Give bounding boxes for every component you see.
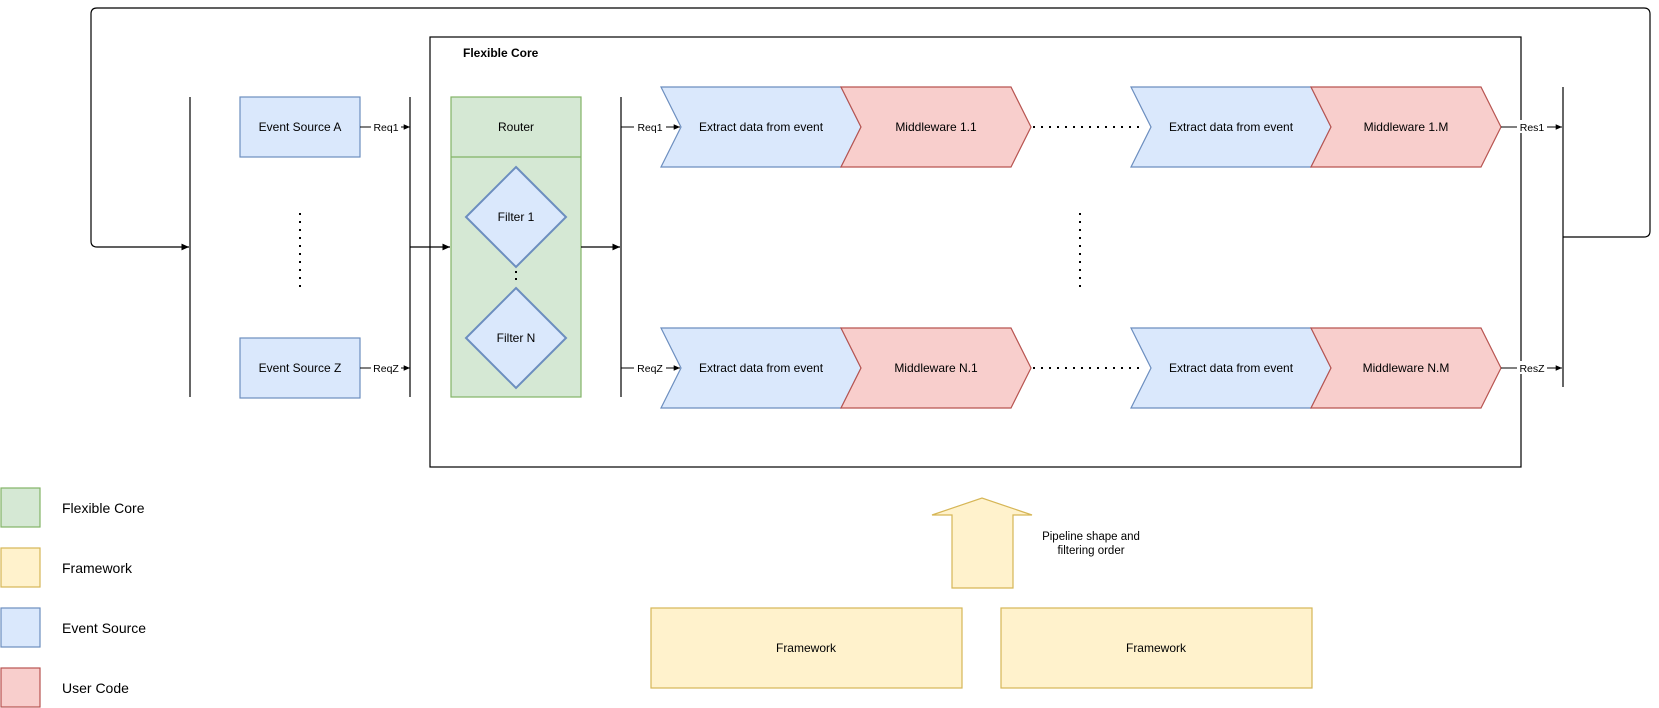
- legend: Flexible Core Framework Event Source Use…: [0, 487, 146, 708]
- pipeline-1-middleware-m: [1310, 86, 1502, 168]
- feedback-loop-arrow: [90, 7, 1651, 251]
- legend-label-flexible-core: Flexible Core: [62, 500, 145, 516]
- reqz-label: ReqZ: [373, 363, 399, 375]
- framework-up-arrow: [931, 497, 1033, 589]
- framework-note-line-1: Pipeline shape and: [1042, 531, 1140, 543]
- pipeline-n-stage-4-label: Middleware N.M: [1363, 361, 1450, 375]
- legend-swatch-framework: [0, 547, 41, 588]
- pipeline-n-middleware-m: [1310, 327, 1502, 409]
- pipeline-n-req-label: ReqZ: [637, 363, 663, 375]
- filter-1-label: Filter 1: [498, 210, 535, 224]
- legend-label-user-code: User Code: [62, 680, 129, 696]
- pipeline-1-stage-4-label: Middleware 1.M: [1364, 120, 1449, 134]
- router-label: Router: [498, 120, 534, 134]
- flexible-core-container: [429, 36, 1522, 468]
- framework-box-1: Framework: [650, 607, 963, 689]
- pipeline-n-middleware-1: [840, 327, 1032, 409]
- framework-box-2: Framework: [1000, 607, 1313, 689]
- pipeline-1-stage-3-label: Extract data from event: [1169, 120, 1294, 134]
- pipeline-n: Extract data from event Middleware N.1 E…: [660, 327, 1502, 409]
- framework-box-1-label: Framework: [776, 641, 837, 655]
- resz-label: ResZ: [1519, 363, 1545, 375]
- pipeline-n-stage-3-label: Extract data from event: [1169, 361, 1294, 375]
- pipeline-1-stage-1-label: Extract data from event: [699, 120, 824, 134]
- legend-swatch-event-source: [0, 607, 41, 648]
- filter-1: Filter 1: [464, 165, 568, 269]
- filter-n: Filter N: [464, 286, 568, 390]
- legend-label-framework: Framework: [62, 560, 133, 576]
- event-source-a-label: Event Source A: [259, 120, 342, 134]
- pipeline-1: Extract data from event Middleware 1.1 E…: [660, 86, 1502, 168]
- pipeline-1-middleware-1: [840, 86, 1032, 168]
- pipeline-1-stage-2-label: Middleware 1.1: [895, 120, 977, 134]
- framework-note-line-2: filtering order: [1057, 545, 1124, 557]
- req1-label: Req1: [373, 122, 398, 134]
- res1-label: Res1: [1520, 122, 1545, 134]
- event-source-z: Event Source Z: [239, 337, 361, 399]
- pipeline-n-stage-1-label: Extract data from event: [699, 361, 824, 375]
- flexible-core-title: Flexible Core: [463, 46, 539, 60]
- pipeline-1-req-label: Req1: [637, 122, 662, 134]
- framework-box-2-label: Framework: [1126, 641, 1187, 655]
- legend-swatch-user-code: [0, 667, 41, 708]
- event-source-z-label: Event Source Z: [259, 361, 342, 375]
- filter-n-label: Filter N: [497, 331, 536, 345]
- legend-label-event-source: Event Source: [62, 620, 146, 636]
- legend-swatch-flexible-core: [0, 487, 41, 528]
- pipeline-n-stage-2-label: Middleware N.1: [894, 361, 978, 375]
- event-source-a: Event Source A: [239, 96, 361, 158]
